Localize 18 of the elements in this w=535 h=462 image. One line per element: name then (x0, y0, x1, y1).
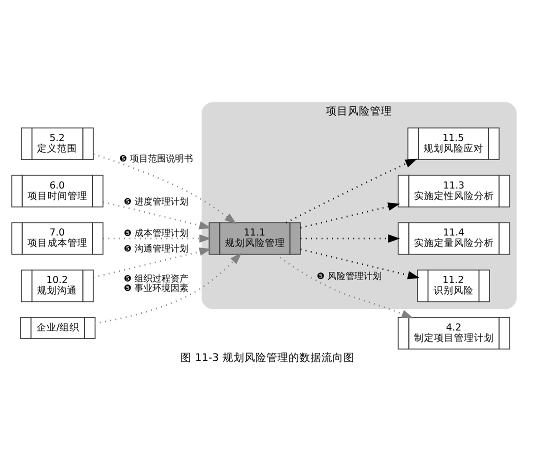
edge-label: ❺ 成本管理计划 (124, 228, 188, 238)
arrow (93, 247, 212, 278)
arrow (286, 158, 418, 223)
arrow (93, 152, 236, 224)
edge-label: ❺ 进度管理计划 (124, 196, 188, 207)
arrow (300, 202, 400, 228)
arrow (300, 234, 400, 242)
arrow (94, 252, 242, 324)
edge-label: ❺ 组织过程资产 (124, 274, 188, 284)
arrow (275, 253, 414, 318)
arrow (102, 200, 212, 229)
caption: 图 11-3 规划风险管理的数据流向图 (180, 352, 354, 364)
edge-label: ❺ 沟通管理计划 (124, 244, 188, 254)
edge-label: ❺ 项目范围说明书 (119, 154, 193, 164)
edge-label: ❺ 事业环境因素 (124, 284, 188, 294)
arrow (300, 248, 420, 279)
edge-label: ❺ 风险管理计划 (316, 271, 382, 282)
arrow (103, 234, 212, 242)
